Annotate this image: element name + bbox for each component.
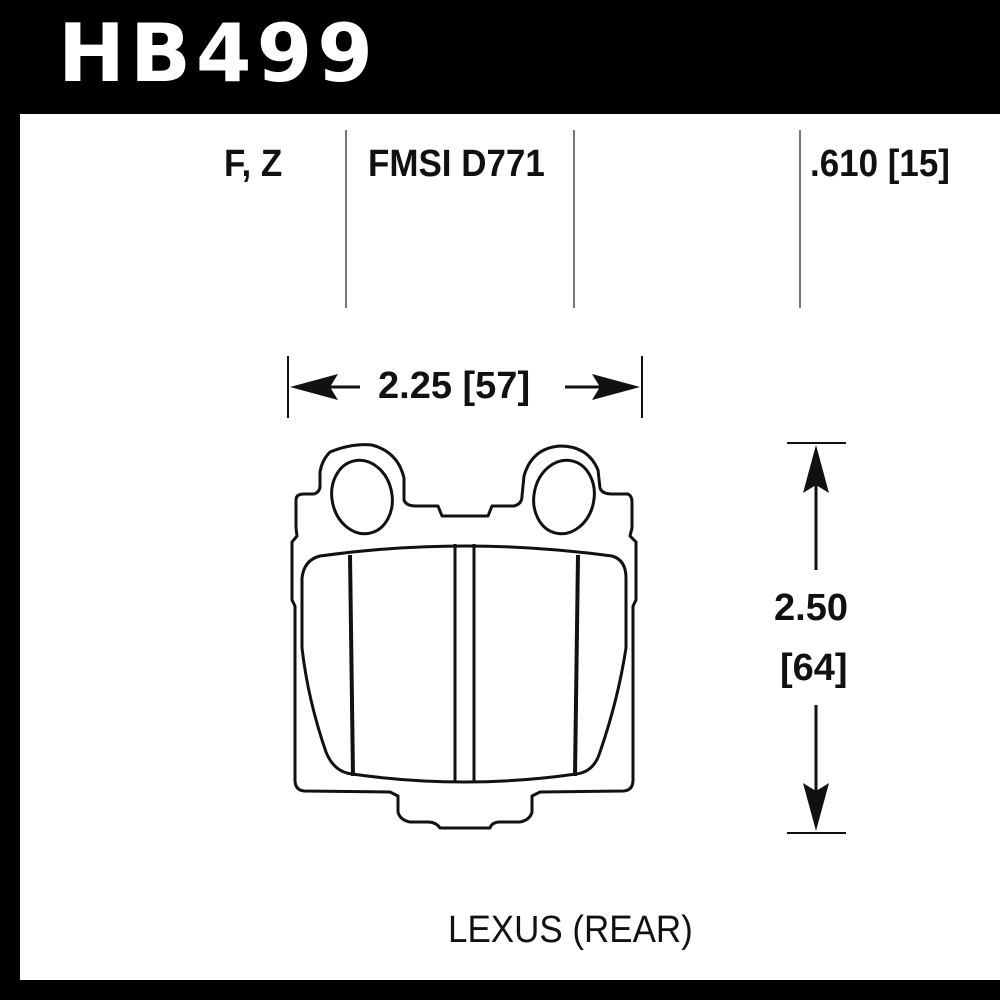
fmsi-code: FMSI D771 <box>368 143 545 185</box>
divider-1 <box>345 130 347 308</box>
divider-3 <box>799 130 801 308</box>
chamfer-line-left <box>348 554 355 777</box>
header-bar: HB499 <box>0 0 1000 114</box>
height-arrow-up <box>803 445 829 570</box>
backing-plate-outline <box>290 443 638 830</box>
vehicle-application: LEXUS (REAR) <box>448 909 693 951</box>
pad-thickness: .610 [15] <box>810 143 950 185</box>
height-dimension-mm: [64] <box>780 647 848 689</box>
chamfer-line-right <box>573 554 580 777</box>
compound-codes: F, Z <box>224 143 283 185</box>
height-arrow-down <box>803 705 829 831</box>
mounting-hole-right <box>532 458 596 536</box>
divider-2 <box>573 130 575 308</box>
height-dimension-in: 2.50 <box>774 587 848 629</box>
part-number: HB499 <box>58 7 378 100</box>
width-arrow-right <box>565 374 640 400</box>
mounting-hole-left <box>330 458 394 536</box>
width-dimension: 2.25 [57] <box>378 365 531 407</box>
width-arrow-left <box>290 374 360 400</box>
